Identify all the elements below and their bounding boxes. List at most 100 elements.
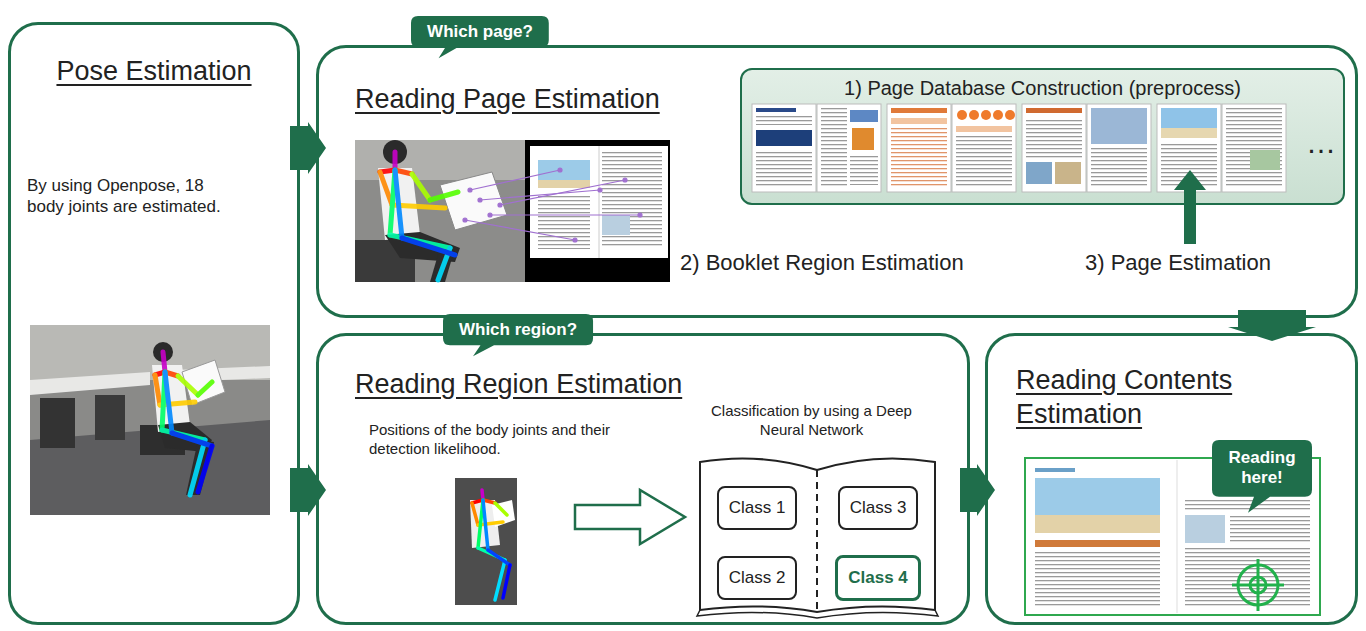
tab-text: Which region? <box>459 319 577 340</box>
page-database <box>891 128 947 188</box>
matching-photo <box>500 180 625 205</box>
page-database <box>821 108 847 188</box>
class-box: Class 2 <box>717 556 798 599</box>
magazine-spread <box>1035 468 1075 472</box>
page-database <box>993 110 1003 120</box>
class-label: Class 1 <box>729 497 786 518</box>
stage-panel: Reading Contents EstimationReading here! <box>985 333 1358 625</box>
matching-photo <box>480 190 600 200</box>
page-database <box>817 104 881 192</box>
pose-photo <box>155 352 212 495</box>
stage-note: Positions of the body joints and their d… <box>369 421 654 459</box>
pose-photo <box>155 375 160 405</box>
matching-photo <box>538 160 590 188</box>
page-database <box>1055 162 1081 184</box>
matching-photo <box>395 170 402 238</box>
page-database <box>850 110 878 122</box>
matching-photo <box>393 152 398 170</box>
matching-photo <box>598 188 602 192</box>
flow-arrow <box>290 122 326 174</box>
pose-photo <box>178 376 198 395</box>
matching-photo <box>380 152 458 280</box>
stage-heading: Pose Estimation <box>11 55 297 89</box>
page-database <box>1226 108 1282 188</box>
stage-panel: Reading Region EstimationPositions of th… <box>316 333 970 625</box>
class-label: Class 3 <box>850 497 907 518</box>
stage-note: Classification by using a Deep Neural Ne… <box>709 402 914 440</box>
page-database <box>752 104 816 192</box>
class-box: Class 4 <box>835 555 921 600</box>
open-book <box>697 610 938 618</box>
pose-photo <box>198 382 212 395</box>
page-database <box>850 155 878 185</box>
pose-photo <box>186 440 214 495</box>
page-database <box>957 110 967 120</box>
pose-photo <box>30 325 270 515</box>
stage-panel: Pose Estimation By using Openpose, 18 bod… <box>8 22 300 625</box>
page-database <box>756 150 812 188</box>
page-database <box>891 108 947 113</box>
page-database <box>969 110 979 120</box>
magazine-spread <box>1232 559 1284 611</box>
page-database <box>952 104 1016 192</box>
page-database <box>756 108 796 112</box>
page-database <box>957 110 1015 120</box>
matching-photo <box>355 140 525 282</box>
page-database <box>1250 150 1280 170</box>
page-database <box>1222 104 1286 192</box>
matching-photo <box>412 174 430 200</box>
pose-thumbnail <box>483 500 488 550</box>
tab-outline <box>443 314 593 356</box>
page-database <box>891 118 947 124</box>
matching-photo <box>478 198 482 202</box>
pose-thumbnail <box>503 565 510 598</box>
page-database <box>1026 118 1082 158</box>
class-label: Class 4 <box>848 567 908 588</box>
matching-photo <box>355 140 670 282</box>
pose-photo <box>198 446 212 492</box>
matching-photo <box>430 192 458 200</box>
callout-outline <box>1212 440 1312 513</box>
matching-photo <box>488 213 492 217</box>
callout-text: Reading here! <box>1220 448 1304 489</box>
pose-photo <box>30 325 270 515</box>
stage-heading: Reading Contents Estimation <box>1016 364 1286 432</box>
matching-photo <box>599 146 600 258</box>
matching-photo <box>623 178 627 182</box>
stage-note: By using Openpose, 18 body joints are es… <box>27 175 242 218</box>
flow-arrow <box>960 464 995 516</box>
matching-photo <box>498 203 502 207</box>
pose-thumbnail <box>455 478 517 605</box>
flow-arrow <box>1228 310 1316 341</box>
pose-thumbnail <box>455 478 517 605</box>
flow-arrow <box>290 464 326 516</box>
page-database <box>1161 128 1217 138</box>
matching-photo <box>538 194 590 249</box>
magazine-spread <box>1257 559 1260 611</box>
magazine-spread <box>1185 515 1225 543</box>
database-heading: 1) Page Database Construction (preproces… <box>742 76 1343 101</box>
page-database <box>956 136 1012 188</box>
page-database <box>887 104 951 192</box>
stage-panel: Reading Page Estimation 1) Page Database … <box>316 45 1358 318</box>
hollow-arrow <box>575 490 685 544</box>
magazine-spread <box>1035 478 1160 533</box>
tab-text: Which page? <box>427 21 533 42</box>
magazine-spread <box>1185 500 1310 510</box>
page-database <box>1161 108 1217 138</box>
question-tab: Which region? <box>443 314 593 345</box>
matching-photo <box>470 170 560 190</box>
matching-photo <box>538 180 590 188</box>
database-box: 1) Page Database Construction (preproces… <box>740 68 1345 205</box>
class-box: Class 3 <box>838 486 919 529</box>
matching-photo <box>558 168 562 172</box>
page-database <box>981 110 991 120</box>
tab-outline <box>411 16 549 58</box>
page-database <box>756 130 812 146</box>
matching-photo <box>463 218 467 222</box>
open-book <box>700 458 935 612</box>
page-database <box>1026 162 1052 184</box>
matching-photo <box>530 146 668 258</box>
stage-heading: Reading Page Estimation <box>355 83 660 117</box>
